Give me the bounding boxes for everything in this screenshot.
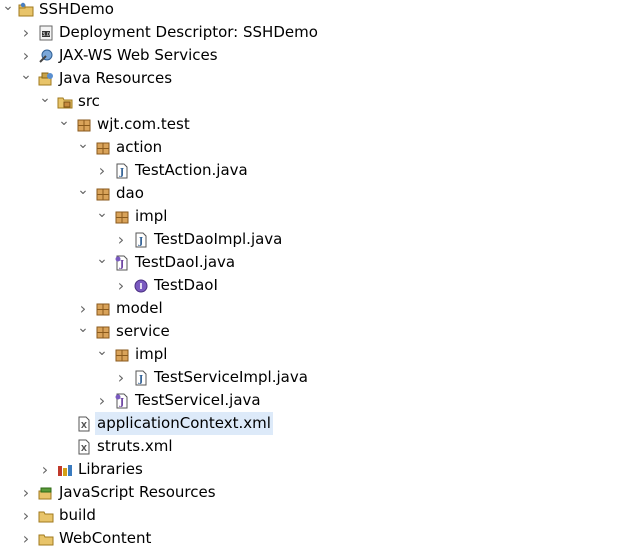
chevron-right-icon[interactable] bbox=[20, 481, 32, 504]
tree-item-label: TestDaoImpl.java bbox=[154, 230, 283, 248]
tree-item-label: Java Resources bbox=[59, 69, 173, 87]
java-file-icon: J bbox=[114, 163, 130, 179]
tree-item-label: TestAction.java bbox=[135, 161, 248, 179]
tree-item-label: TestDaoI bbox=[154, 276, 218, 294]
svg-text:X: X bbox=[81, 421, 88, 430]
svg-text:J: J bbox=[138, 237, 143, 247]
package-icon bbox=[95, 186, 111, 202]
tree-item-label: struts.xml bbox=[97, 437, 173, 455]
chevron-down-icon[interactable] bbox=[77, 182, 89, 205]
chevron-right-icon[interactable] bbox=[115, 274, 127, 297]
chevron-right-icon[interactable] bbox=[96, 389, 108, 412]
java-file-icon: J bbox=[133, 232, 149, 248]
tree-item-label: build bbox=[59, 506, 96, 524]
chevron-down-icon[interactable] bbox=[77, 320, 89, 343]
svg-text:J: J bbox=[119, 168, 124, 178]
chevron-right-icon[interactable] bbox=[115, 228, 127, 251]
libraries-icon bbox=[57, 462, 73, 478]
chevron-right-icon[interactable] bbox=[115, 366, 127, 389]
chevron-down-icon[interactable] bbox=[20, 67, 32, 90]
tree-item-label: src bbox=[78, 92, 100, 110]
tree-item-label: TestServiceI.java bbox=[135, 391, 261, 409]
tree-item-label: Libraries bbox=[78, 460, 143, 478]
java-interface-file-icon: J bbox=[114, 255, 130, 271]
tree-item-label: wjt.com.test bbox=[97, 115, 190, 133]
tree-item-label: dao bbox=[116, 184, 144, 202]
package-icon bbox=[95, 301, 111, 317]
tree-item-label: WebContent bbox=[59, 529, 152, 547]
package-icon bbox=[114, 347, 130, 363]
svg-text:I: I bbox=[140, 282, 143, 291]
java-file-icon: J bbox=[133, 370, 149, 386]
chevron-down-icon[interactable] bbox=[58, 113, 70, 136]
tree-item-label: model bbox=[116, 299, 163, 317]
tree-item-label: impl bbox=[135, 345, 168, 363]
package-icon bbox=[95, 324, 111, 340]
tree-item-label: action bbox=[116, 138, 163, 156]
chevron-right-icon[interactable] bbox=[20, 44, 32, 67]
chevron-right-icon[interactable] bbox=[39, 458, 51, 481]
folder-icon bbox=[38, 508, 54, 524]
java-resources-icon bbox=[38, 71, 54, 87]
svg-text:X: X bbox=[81, 444, 88, 453]
project-icon bbox=[18, 2, 34, 18]
chevron-right-icon[interactable] bbox=[20, 21, 32, 44]
tree-item-label: service bbox=[116, 322, 170, 340]
chevron-right-icon[interactable] bbox=[20, 504, 32, 527]
svg-text:J: J bbox=[119, 260, 124, 270]
chevron-down-icon[interactable] bbox=[96, 343, 108, 366]
tree-item-label: TestDaoI.java bbox=[135, 253, 236, 271]
source-folder-icon bbox=[57, 94, 73, 110]
chevron-right-icon[interactable] bbox=[20, 527, 32, 550]
svg-text:J: J bbox=[138, 375, 143, 385]
svg-text:3.0: 3.0 bbox=[42, 32, 50, 38]
chevron-down-icon[interactable] bbox=[2, 0, 14, 21]
tree-item-label: JavaScript Resources bbox=[59, 483, 216, 501]
xml-file-icon: X bbox=[76, 439, 92, 455]
web-services-icon bbox=[38, 48, 54, 64]
chevron-down-icon[interactable] bbox=[39, 90, 51, 113]
package-icon bbox=[114, 209, 130, 225]
tree-item-label: JAX-WS Web Services bbox=[59, 46, 218, 64]
tree-item-label: Deployment Descriptor: SSHDemo bbox=[59, 23, 318, 41]
package-icon bbox=[95, 140, 111, 156]
chevron-down-icon[interactable] bbox=[77, 136, 89, 159]
svg-text:J: J bbox=[119, 398, 124, 408]
tree-item-label: applicationContext.xml bbox=[95, 412, 273, 435]
chevron-right-icon[interactable] bbox=[96, 159, 108, 182]
chevron-right-icon[interactable] bbox=[77, 297, 89, 320]
xml-file-icon: X bbox=[76, 416, 92, 432]
java-interface-file-icon: J bbox=[114, 393, 130, 409]
tree-item-label: TestServiceImpl.java bbox=[154, 368, 308, 386]
chevron-down-icon[interactable] bbox=[96, 205, 108, 228]
tree-item-label: impl bbox=[135, 207, 168, 225]
interface-icon: I bbox=[133, 278, 149, 294]
folder-icon bbox=[38, 531, 54, 547]
javascript-resources-icon bbox=[38, 485, 54, 501]
chevron-down-icon[interactable] bbox=[96, 251, 108, 274]
package-icon bbox=[76, 117, 92, 133]
deployment-descriptor-icon: 3.0 bbox=[38, 25, 54, 41]
tree-item-label: SSHDemo bbox=[39, 0, 114, 18]
